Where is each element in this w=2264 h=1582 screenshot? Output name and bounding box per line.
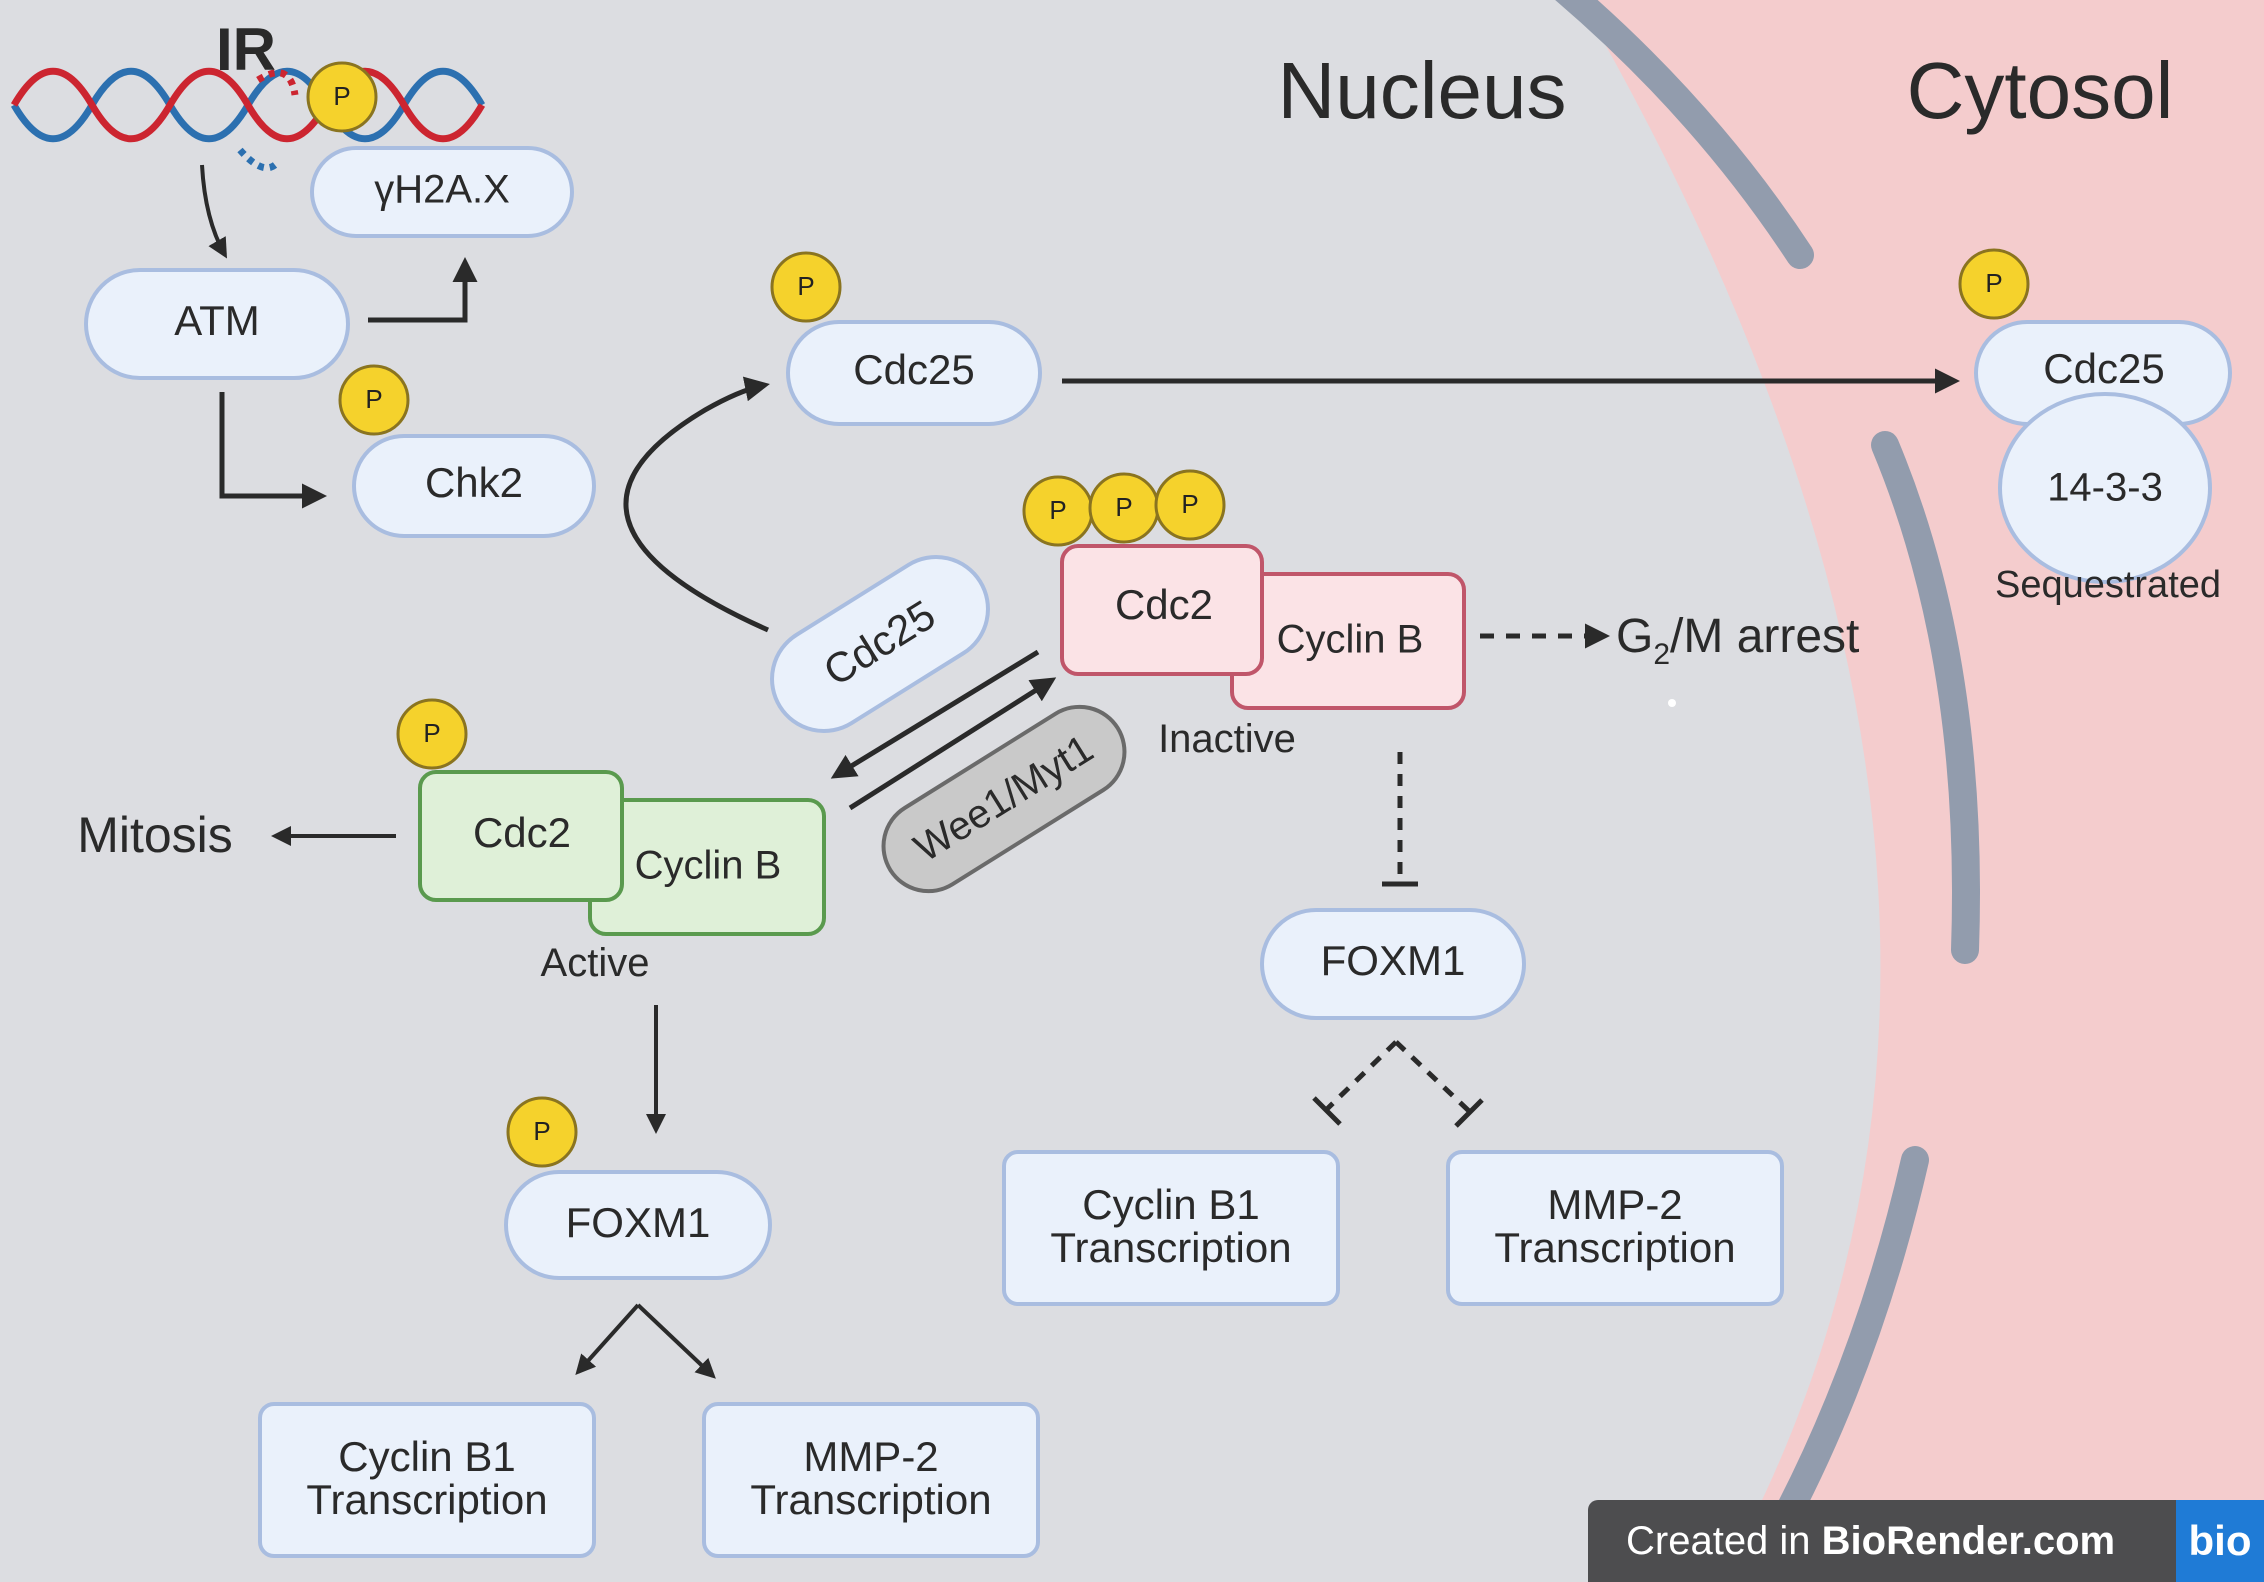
- mmp2-transcription-left: MMP-2 Transcription: [702, 1402, 1040, 1558]
- svg-text:FOXM1: FOXM1: [1321, 937, 1466, 984]
- mmp2-transcription-right: MMP-2 Transcription: [1446, 1150, 1784, 1306]
- gh2ax-node: γH2A.X: [310, 146, 574, 238]
- phospho-inactive-2-icon: P: [1088, 472, 1160, 544]
- dna-helix-icon: [10, 67, 486, 172]
- cyclinb1-transcription-left: Cyclin B1 Transcription: [258, 1402, 596, 1558]
- chk2-node: Chk2: [352, 434, 596, 538]
- arrow-inactive-to-active: [830, 649, 1040, 779]
- cytosol-label: Cytosol: [1907, 46, 2174, 135]
- cyclinb1-transcription-right: Cyclin B1 Transcription: [1002, 1150, 1340, 1306]
- inactive-label: Inactive: [1158, 717, 1296, 761]
- svg-text:ATM: ATM: [174, 297, 260, 344]
- foxm1-right-node: FOXM1: [1260, 908, 1526, 1020]
- protein-1433-node: 14-3-3: [1998, 392, 2212, 584]
- arrow-curve-cdc25: [623, 376, 770, 633]
- svg-text:Cyclin B1: Cyclin B1: [1082, 1181, 1259, 1228]
- svg-text:MMP-2: MMP-2: [1547, 1181, 1682, 1228]
- arrow-foxm1-mmp2: [636, 1303, 716, 1379]
- inhibit-transcriptions: [1312, 1040, 1484, 1128]
- arrow-atm-h2ax: [368, 257, 478, 323]
- svg-text:Transcription: Transcription: [1050, 1224, 1291, 1271]
- svg-text:Cdc2: Cdc2: [1115, 581, 1213, 628]
- svg-text:Transcription: Transcription: [306, 1476, 547, 1523]
- arrow-dna-atm: [200, 164, 227, 259]
- svg-text:MMP-2: MMP-2: [803, 1433, 938, 1480]
- nucleus-label: Nucleus: [1277, 46, 1566, 135]
- svg-text:P: P: [1181, 489, 1198, 519]
- svg-text:Cdc25: Cdc25: [853, 346, 974, 393]
- phospho-gh2ax-icon: P: [306, 61, 378, 133]
- phospho-foxm1-icon: P: [506, 1096, 578, 1168]
- svg-text:P: P: [533, 1116, 550, 1146]
- cdc25-nuclear-node: Cdc25: [786, 320, 1042, 426]
- phospho-chk2-icon: P: [338, 364, 410, 436]
- ir-label: IR: [216, 16, 276, 83]
- svg-text:P: P: [1049, 495, 1066, 525]
- inactive-complex: Cyclin B Cdc2: [1060, 544, 1466, 710]
- stray-dot: [1668, 699, 1676, 707]
- atm-node: ATM: [84, 268, 350, 380]
- svg-text:FOXM1: FOXM1: [566, 1199, 711, 1246]
- foxm1-left-node: FOXM1: [504, 1170, 772, 1280]
- svg-text:P: P: [365, 384, 382, 414]
- biorender-watermark: Created in BioRender.com bio: [1588, 1500, 2264, 1582]
- svg-text:P: P: [797, 271, 814, 301]
- svg-text:Cdc25: Cdc25: [2043, 345, 2164, 392]
- cdc25-mid-node: Cdc25: [770, 555, 990, 733]
- mitosis-label: Mitosis: [77, 807, 233, 863]
- svg-text:Chk2: Chk2: [425, 459, 523, 506]
- active-label: Active: [541, 941, 650, 985]
- svg-text:Cyclin B: Cyclin B: [635, 844, 782, 888]
- svg-text:14-3-3: 14-3-3: [2047, 466, 2163, 510]
- biorender-logo: bio: [2176, 1500, 2264, 1582]
- svg-text:Cdc2: Cdc2: [473, 809, 571, 856]
- inhibit-foxm1: [1382, 752, 1418, 887]
- phospho-cdc25-cytosol-icon: P: [1958, 248, 2030, 320]
- svg-text:P: P: [423, 718, 440, 748]
- active-complex: Cyclin B Cdc2: [418, 770, 826, 936]
- svg-text:P: P: [1115, 492, 1132, 522]
- arrow-atm-chk2: [219, 392, 327, 509]
- svg-text:Transcription: Transcription: [750, 1476, 991, 1523]
- svg-text:P: P: [1985, 268, 2002, 298]
- cdc25-cytosol-node: Cdc25: [1974, 320, 2232, 426]
- svg-text:γH2A.X: γH2A.X: [374, 168, 510, 212]
- phospho-inactive-1-icon: P: [1022, 475, 1094, 547]
- g2m-arrest-label: G2/M arrest: [1616, 610, 1859, 671]
- phospho-cdc25-nuclear-icon: P: [770, 251, 842, 323]
- watermark-text: Created in BioRender.com: [1626, 1518, 2116, 1563]
- arrow-active-to-inactive: [848, 677, 1057, 811]
- arrow-foxm1-ccnb1: [575, 1303, 640, 1375]
- phospho-active-icon: P: [396, 698, 468, 770]
- sequestrated-label: Sequestrated: [1995, 564, 2221, 606]
- svg-text:Cyclin B1: Cyclin B1: [338, 1433, 515, 1480]
- svg-text:Cyclin B: Cyclin B: [1277, 618, 1424, 662]
- phospho-inactive-3-icon: P: [1154, 469, 1226, 541]
- svg-text:Transcription: Transcription: [1494, 1224, 1735, 1271]
- svg-text:P: P: [333, 81, 350, 111]
